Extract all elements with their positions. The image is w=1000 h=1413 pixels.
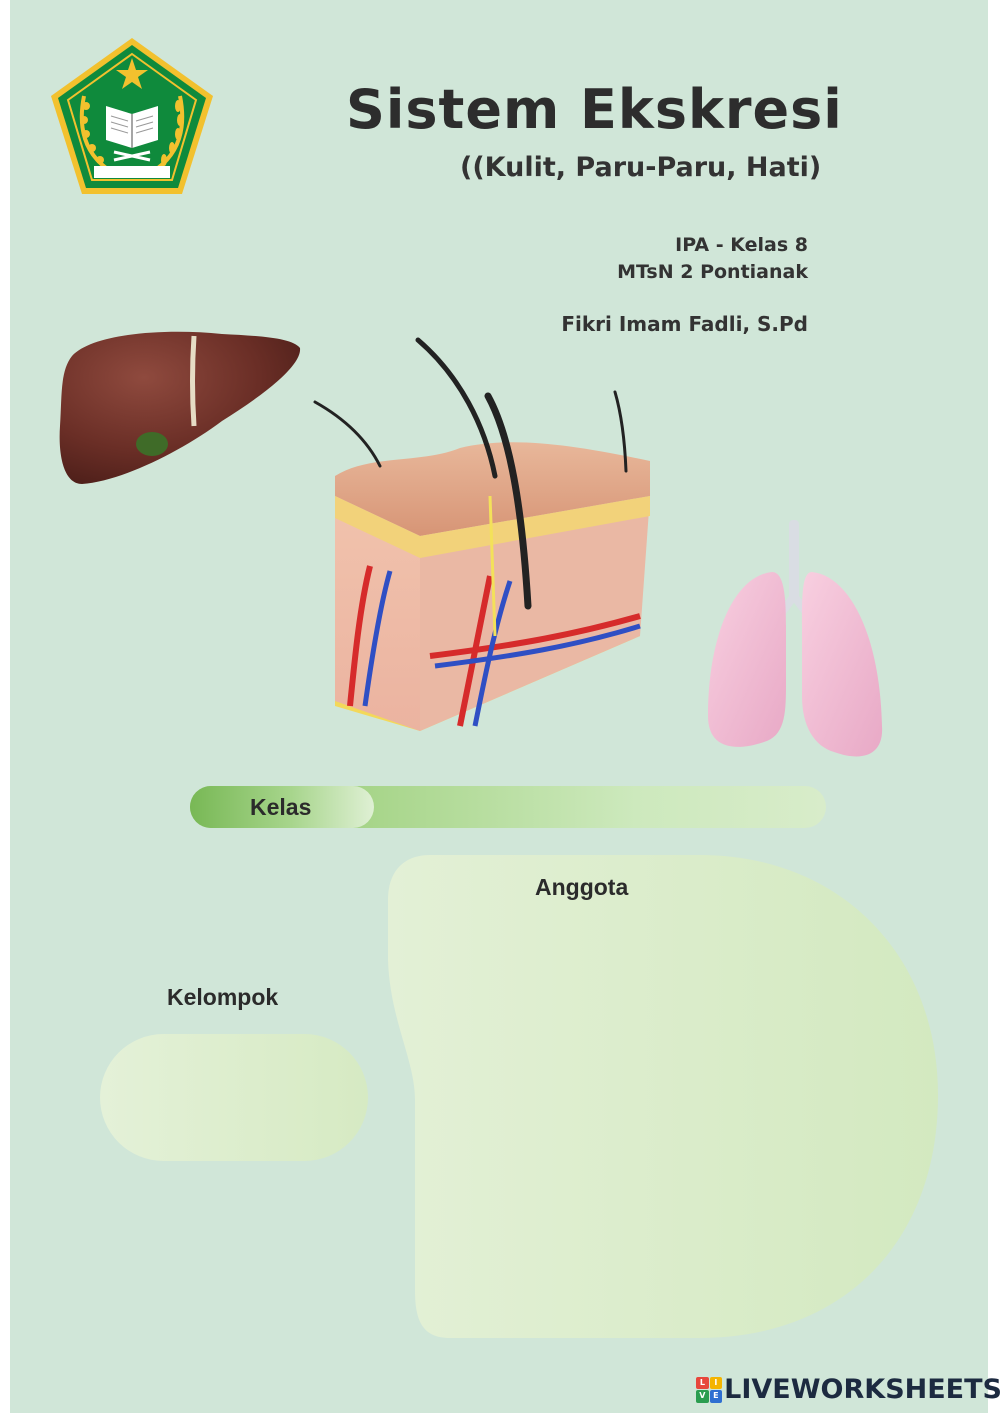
page-subtitle: ((Kulit, Paru-Paru, Hati) — [460, 152, 822, 183]
school-text: MTsN 2 Pontianak — [617, 261, 808, 283]
liveworksheets-logo: L I V E LIVEWORKSHEETS — [696, 1374, 1000, 1405]
author-text: Fikri Imam Fadli, S.Pd — [561, 312, 808, 336]
brand-badge-icon: L I V E — [696, 1376, 723, 1403]
subject-text: IPA - Kelas 8 — [675, 234, 808, 256]
kelas-label: Kelas — [250, 794, 312, 820]
anggota-answer-box[interactable] — [10, 0, 988, 1413]
anggota-label: Anggota — [535, 874, 629, 900]
kelompok-answer-field[interactable] — [100, 1034, 368, 1161]
kelas-label-pill — [190, 786, 374, 828]
liver-icon — [59, 331, 301, 484]
lungs-icon — [708, 520, 883, 757]
kemenag-emblem-icon — [51, 38, 213, 194]
page-title: Sistem Ekskresi — [346, 78, 843, 141]
worksheet-page: Sistem Ekskresi ((Kulit, Paru-Paru, Hati… — [10, 0, 988, 1413]
brand-text: LIVEWORKSHEETS — [724, 1374, 1000, 1405]
kelompok-label: Kelompok — [167, 984, 279, 1010]
skin-cross-section-icon — [313, 337, 650, 731]
